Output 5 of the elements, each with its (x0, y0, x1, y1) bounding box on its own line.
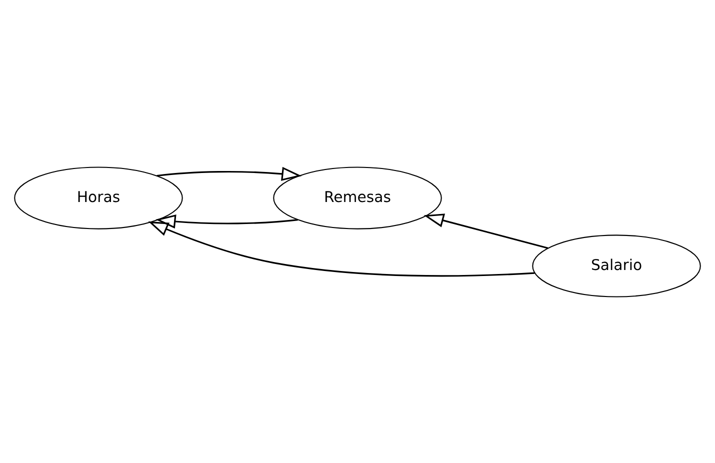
arrow (156, 214, 298, 228)
arrow (148, 220, 535, 276)
arrow (424, 213, 548, 248)
node-ellipse: Salario (532, 234, 701, 297)
arrow (156, 166, 302, 180)
